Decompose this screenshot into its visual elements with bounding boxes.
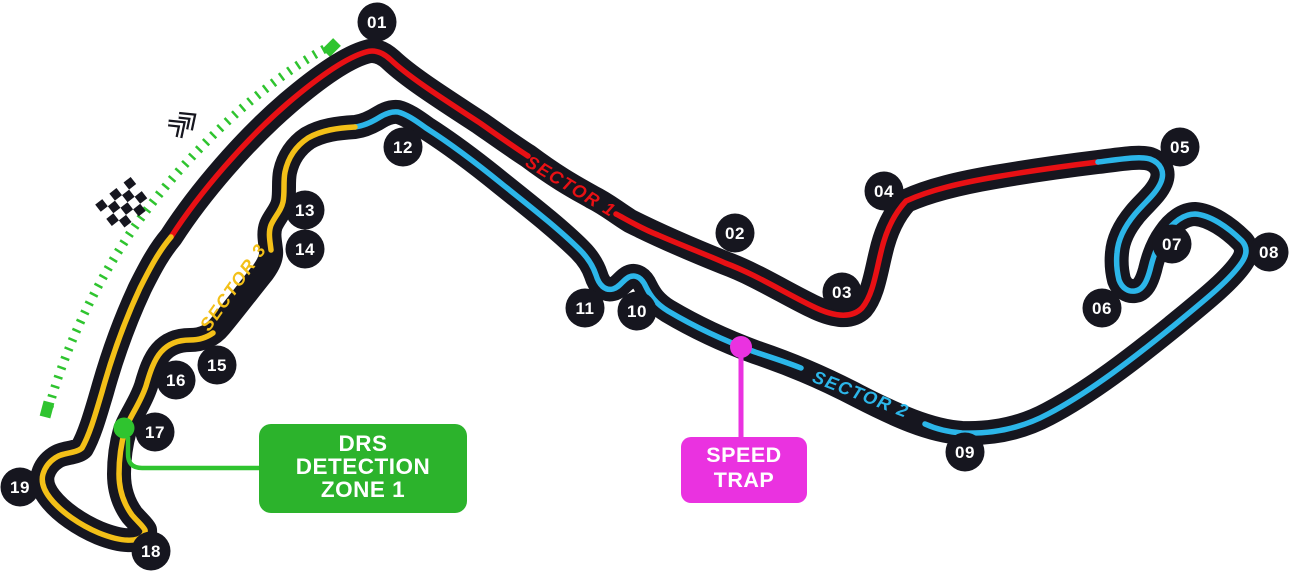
corner-badge-11: 11 — [565, 288, 605, 328]
corner-badge-19: 19 — [0, 467, 40, 507]
corner-number: 05 — [1170, 138, 1190, 157]
corner-badge-08: 08 — [1249, 232, 1289, 272]
sector2-line-after-label — [352, 109, 804, 371]
corner-number: 16 — [166, 371, 186, 390]
drs-detection-box — [259, 424, 467, 513]
drs-zone-end-marker-top — [322, 38, 341, 57]
sector1-line — [168, 48, 531, 240]
corner-badge-15: 15 — [197, 345, 237, 385]
corner-badge-18: 18 — [131, 531, 171, 571]
corner-number: 10 — [627, 302, 647, 321]
corner-number: 19 — [10, 478, 30, 497]
corner-badge-02: 02 — [715, 213, 755, 253]
direction-chevrons-icon — [168, 111, 197, 139]
corner-badge-05: 05 — [1160, 127, 1200, 167]
corner-badge-17: 17 — [135, 412, 175, 452]
corner-number: 13 — [295, 201, 315, 220]
corner-badge-04: 04 — [864, 171, 904, 211]
speed-trap-box — [681, 437, 807, 503]
sector3-line — [266, 124, 358, 253]
corner-badge-03: 03 — [822, 272, 862, 312]
corner-badge-16: 16 — [156, 360, 196, 400]
corner-number: 03 — [832, 283, 852, 302]
corner-number: 11 — [576, 299, 595, 318]
corner-number: 02 — [725, 224, 745, 243]
corner-badge-10: 10 — [617, 291, 657, 331]
speed-trap-label-line1: SPEED — [706, 443, 781, 467]
drs-zone-end-marker-bottom — [39, 400, 55, 419]
corner-number: 12 — [393, 138, 413, 157]
drs-detection-marker — [113, 417, 135, 439]
corner-badge-14: 14 — [285, 229, 325, 269]
corner-number: 09 — [955, 443, 975, 462]
sector1-line-after-label — [613, 159, 1101, 318]
corner-number: 14 — [295, 240, 315, 259]
corner-number: 01 — [367, 13, 387, 32]
corner-number: 17 — [145, 423, 165, 442]
corner-badge-09: 09 — [945, 432, 985, 472]
sector2-label: SECTOR 2 — [810, 367, 912, 422]
corner-number: 04 — [874, 182, 894, 201]
corner-number: 07 — [1162, 235, 1182, 254]
corner-badge-06: 06 — [1082, 288, 1122, 328]
speed-trap-marker — [730, 336, 752, 358]
drs-detection-connector — [125, 437, 260, 471]
speed-trap-label-line2: TRAP — [714, 468, 775, 492]
checkered-flag-icon — [95, 176, 148, 228]
corner-number: 08 — [1259, 243, 1279, 262]
corner-number: 18 — [141, 542, 161, 561]
drs-detection-label-line1: DRS — [338, 431, 387, 456]
corner-number: 15 — [207, 356, 227, 375]
corner-number: 06 — [1092, 299, 1112, 318]
drs-detection-label-line3: ZONE 1 — [321, 477, 405, 502]
corner-badge-07: 07 — [1152, 224, 1192, 264]
corner-badge-12: 12 — [383, 127, 423, 167]
corner-badge-01: 01 — [357, 2, 397, 42]
corner-badge-13: 13 — [285, 190, 325, 230]
drs-detection-label-line2: DETECTION — [296, 454, 431, 479]
